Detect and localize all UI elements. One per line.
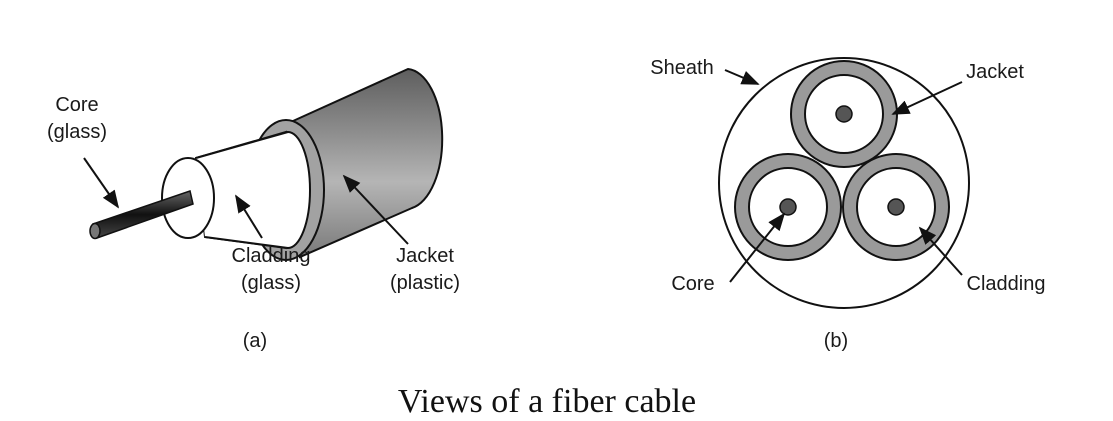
sheath-label: Sheath xyxy=(650,57,713,79)
core-dot xyxy=(887,198,905,216)
jacket-label-a-line2: (plastic) xyxy=(390,272,460,294)
figure-b: Sheath Jacket Core Cladding (b) xyxy=(650,57,1045,352)
cladding-arrow xyxy=(235,194,263,239)
fiber-left xyxy=(734,153,842,261)
jacket-label-a-line1: Jacket xyxy=(396,245,454,267)
figure-caption: Views of a fiber cable xyxy=(398,383,696,420)
figure-a: Core (glass) Cladding (glass) Jacket (pl… xyxy=(47,67,460,352)
panel-label-b: (b) xyxy=(824,330,848,352)
jacket-cylinder xyxy=(291,67,444,259)
core-label-a-line1: Core xyxy=(55,94,98,116)
panel-label-a: (a) xyxy=(243,330,267,352)
fiber-top xyxy=(790,60,898,168)
core-label-a-line2: (glass) xyxy=(47,121,107,143)
jacket-label-b: Jacket xyxy=(966,61,1024,83)
cladding-label-a-line1: Cladding xyxy=(232,245,311,267)
jacket-arrow xyxy=(342,174,409,245)
jacket-arrow-b xyxy=(891,81,963,115)
core-arrow-b xyxy=(729,212,786,283)
core-label-b: Core xyxy=(671,273,714,295)
core-dot xyxy=(835,105,853,123)
sheath-arrow xyxy=(724,69,760,85)
cladding-arrow-b xyxy=(918,226,963,276)
core-end xyxy=(89,222,101,240)
core-dot xyxy=(779,198,797,216)
cladding-label-b: Cladding xyxy=(967,273,1046,295)
cladding-label-a-line2: (glass) xyxy=(241,272,301,294)
core-arrow xyxy=(83,157,120,209)
